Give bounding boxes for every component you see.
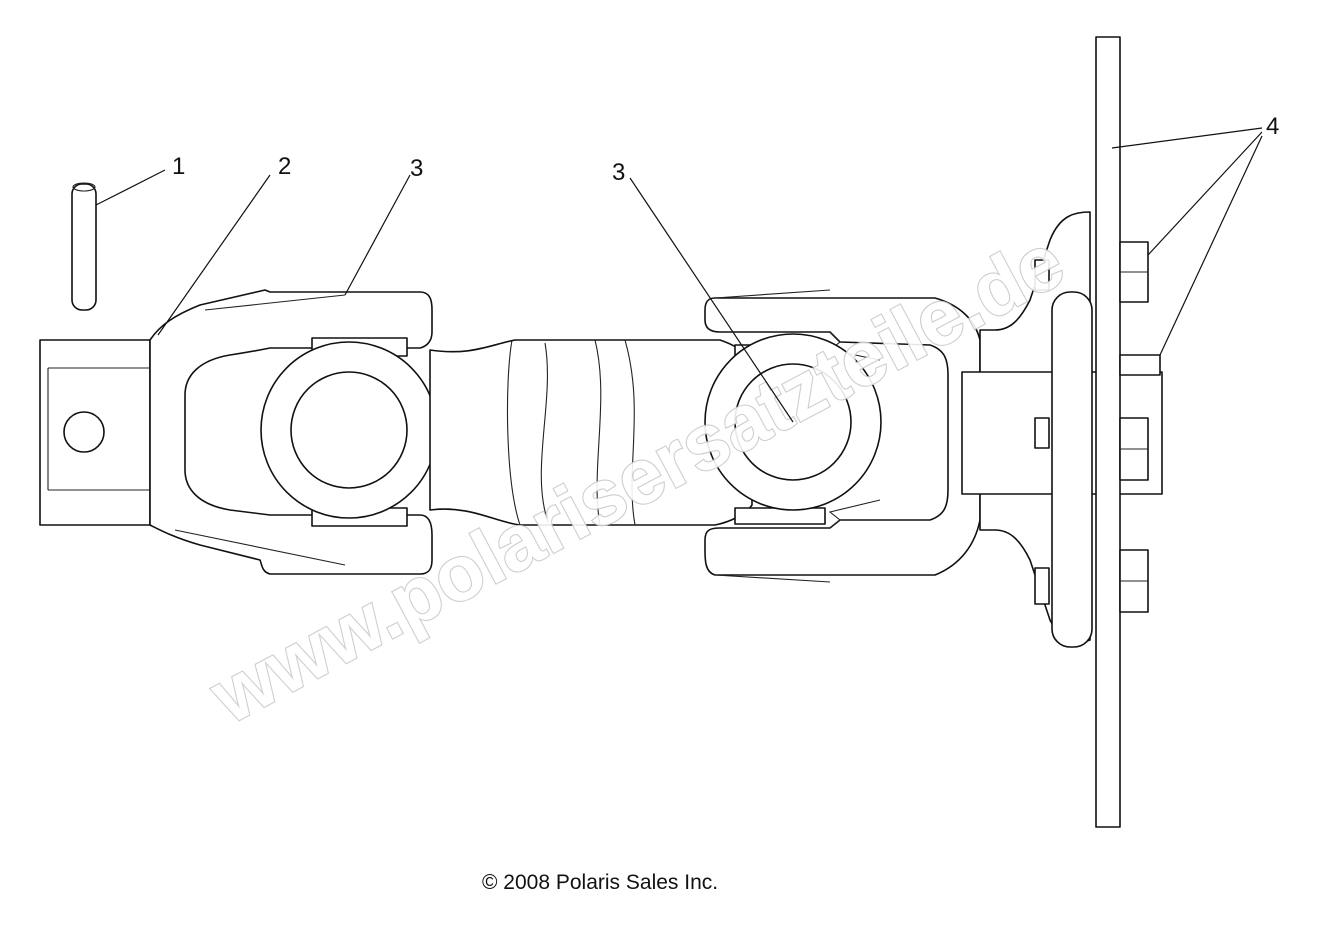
right-yoke <box>704 289 981 583</box>
callout-4: 4 <box>1266 113 1279 140</box>
flange-bolts <box>1119 241 1161 613</box>
copyright-text: © 2008 Polaris Sales Inc. <box>482 871 718 894</box>
callout-3-left: 3 <box>410 155 423 182</box>
roll-pin <box>71 182 97 311</box>
callout-3-right: 3 <box>612 159 625 186</box>
end-yoke <box>39 339 151 526</box>
center-shaft <box>429 339 753 526</box>
left-yoke <box>149 289 433 575</box>
callout-1: 1 <box>172 153 185 180</box>
callout-leaders <box>95 127 1263 423</box>
mounting-plate <box>1095 36 1121 828</box>
left-bearing-cross <box>260 337 438 527</box>
callout-2: 2 <box>278 153 291 180</box>
